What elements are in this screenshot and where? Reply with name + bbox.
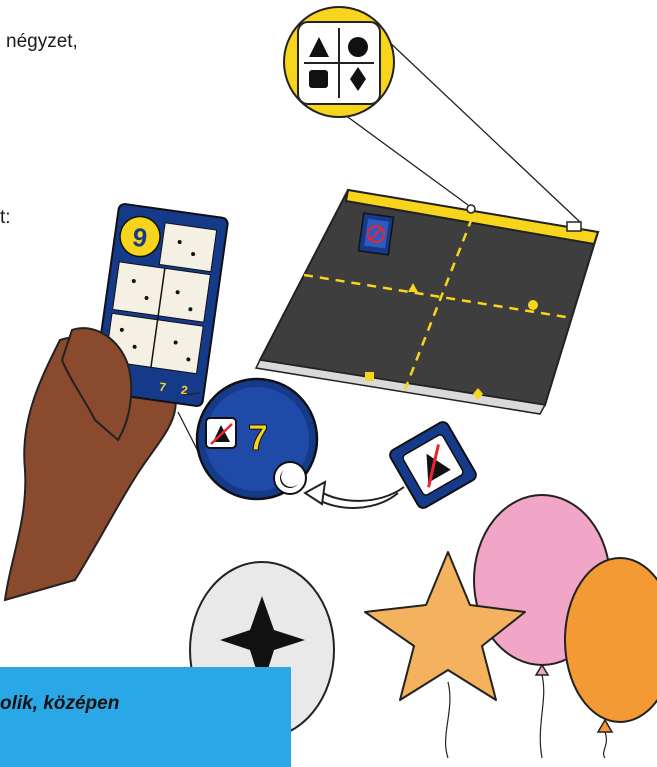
symbol-legend-badge — [284, 7, 394, 117]
circle-icon — [348, 37, 368, 57]
balloon-orange — [565, 558, 657, 758]
square-icon — [309, 70, 328, 88]
magnifier-card-number: 7 — [248, 417, 268, 458]
callout-box — [0, 667, 291, 767]
card-corner-magnifier: 7 — [197, 379, 317, 499]
callout-text: olik, középen — [0, 693, 119, 715]
loose-tile — [388, 420, 478, 510]
game-board — [256, 190, 598, 414]
magnifier-line-right — [385, 38, 580, 222]
move-arrow — [305, 482, 404, 508]
